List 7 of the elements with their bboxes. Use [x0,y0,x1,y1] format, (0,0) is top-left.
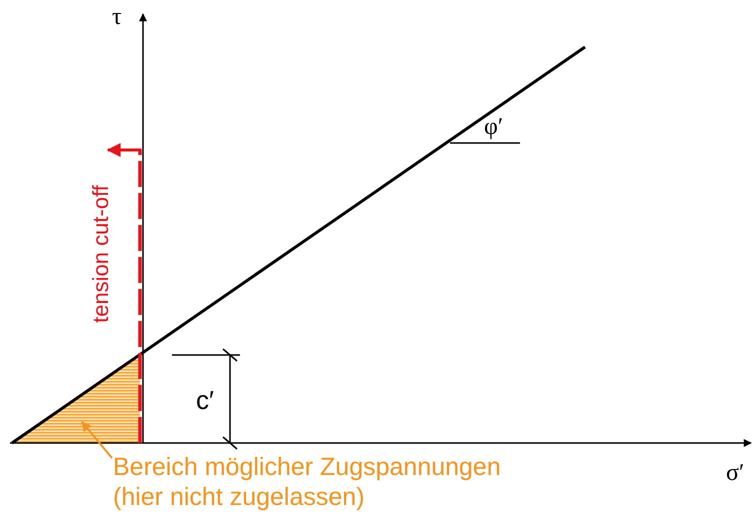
axis-label: σ′ [726,460,744,487]
tension-cutoff-label: tension cut-off [88,185,114,323]
annotation-text: Bereich möglicher Zugspannungen (hier nicht zugelassen) [113,452,543,512]
cohesion-label: c′ [196,385,214,416]
angle-label: φ′ [484,114,504,141]
axis-label: τ [112,4,122,31]
leader-arrow [81,421,113,459]
